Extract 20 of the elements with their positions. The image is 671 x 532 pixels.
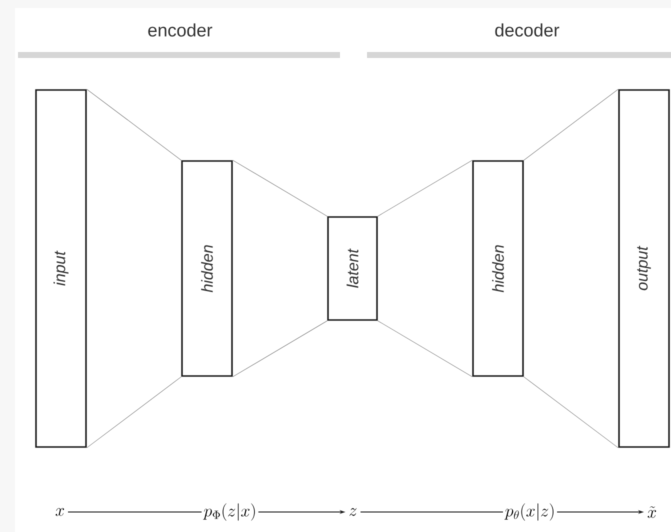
edge-label: $p_{\Phi}(z|x)$ (202, 501, 258, 523)
connector-line (378, 320, 472, 378)
connector-line (232, 320, 328, 378)
edge-label: $p_{\theta}(x|z)$ (502, 501, 558, 523)
connector-line (524, 376, 618, 448)
layer-box: hidden (181, 160, 233, 377)
section-heading: decoder (495, 23, 560, 37)
variable-symbol: $z$ (349, 508, 357, 516)
layer-box: latent (327, 216, 378, 321)
layer-box: hidden (472, 160, 524, 377)
connector-line (378, 160, 472, 216)
layer-box: input (35, 89, 87, 448)
connector-line (232, 160, 328, 216)
layer-box: output (618, 89, 670, 448)
variable-symbol: $x$ (56, 508, 64, 516)
variable-symbol: $\tilde{x}$ (648, 506, 656, 518)
connector-line (86, 376, 182, 448)
section-heading: encoder (148, 23, 212, 37)
connector-line (86, 88, 182, 160)
connector-line (524, 88, 618, 160)
